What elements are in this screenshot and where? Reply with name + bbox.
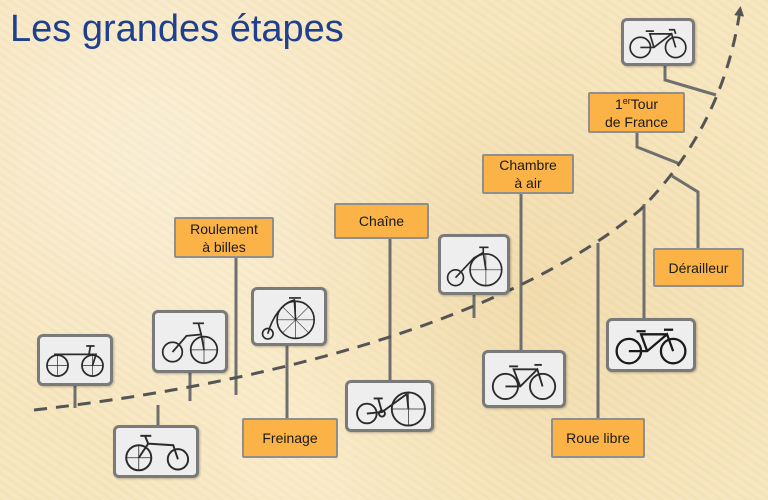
freewheel-bicycle-icon	[615, 328, 687, 365]
label-derailleur-text: Dérailleur	[668, 259, 729, 276]
boneshaker-bicycle-icon	[161, 322, 219, 365]
label-freinage-text: Freinage	[262, 430, 318, 446]
label-chaine: Chaîne	[334, 203, 429, 239]
bicycle-card-4	[251, 287, 327, 346]
high-wheel-bicycle-icon	[446, 246, 503, 287]
label-tour-superscript: er	[622, 95, 631, 106]
chain-safety-bicycle-icon	[356, 391, 426, 427]
bicycle-card-6	[438, 234, 510, 295]
connector-derailleur	[671, 174, 700, 248]
label-roue-libre: Roue libre	[551, 418, 645, 458]
label-tour-rest: Tour	[630, 95, 659, 112]
label-derailleur: Dérailleur	[653, 248, 744, 287]
bicycle-card-9	[621, 18, 695, 66]
label-roulement-line2: à billes	[202, 238, 246, 255]
label-tour-line2: de France	[604, 113, 669, 130]
label-tour-number: 1	[614, 95, 623, 112]
page-title: Les grandes étapes	[10, 8, 344, 50]
penny-farthing-icon	[261, 297, 316, 340]
bicycle-card-1	[37, 334, 113, 386]
label-chambre-a-air: Chambre à air	[482, 154, 574, 194]
connector-lines	[73, 66, 717, 425]
connector-card-9	[663, 66, 717, 97]
bicycle-card-7	[482, 350, 566, 408]
label-roue-libre-text: Roue libre	[566, 430, 630, 446]
pneumatic-safety-bicycle-icon	[491, 363, 557, 400]
bicycle-card-8	[606, 318, 696, 372]
label-chambre-line2: à air	[514, 175, 542, 191]
label-roulement-line1: Roulement	[190, 220, 258, 237]
label-freinage: Freinage	[242, 418, 338, 458]
bicycle-card-5	[345, 380, 434, 432]
connector-tour	[635, 133, 681, 166]
label-chaine-text: Chaîne	[358, 213, 405, 229]
label-chambre-line1: Chambre	[499, 157, 557, 173]
modern-racing-bicycle-icon	[629, 28, 687, 59]
bicycle-card-3	[152, 310, 228, 373]
velocipede-bicycle-icon	[125, 434, 190, 472]
bicycle-card-2	[113, 425, 199, 478]
draisienne-bicycle-icon	[46, 345, 104, 377]
